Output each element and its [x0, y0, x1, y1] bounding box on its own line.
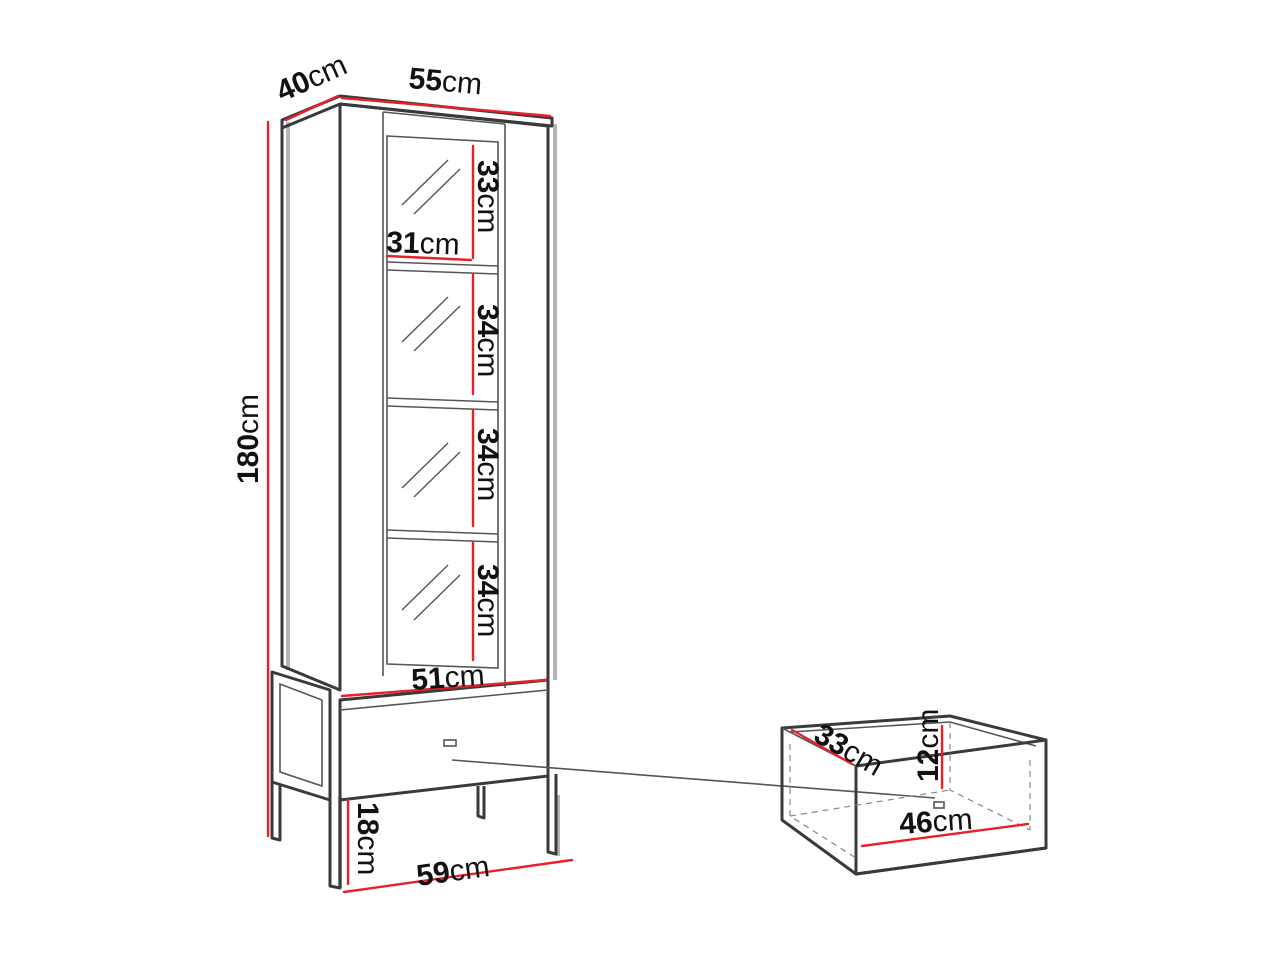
shelf-3: [386, 529, 499, 543]
label-drawer-width: 46cm: [898, 803, 973, 841]
cabinet-left-side: [280, 104, 342, 692]
leg-front-left: [328, 796, 342, 890]
base-side-inset: [279, 682, 323, 788]
label-inner-width-bottom: 51cm: [410, 659, 485, 697]
drawer-handle-icon: [443, 739, 457, 747]
dimension-lines: [266, 94, 1030, 894]
cabinet-drawing: [270, 94, 560, 890]
label-leg-height: 18cm: [351, 802, 384, 875]
glass-reflection-icons: [401, 159, 461, 621]
drawer-detail-drawing: [780, 714, 1048, 876]
door-frame: [382, 111, 506, 688]
label-shelf-inner-width: 31cm: [386, 226, 460, 262]
label-shelf-3: 34cm: [471, 428, 504, 501]
glass-door-outline: [386, 135, 499, 669]
drawer-detail-handle-icon: [933, 801, 945, 809]
dimline-depth-top: [284, 94, 340, 122]
shelf-2: [386, 397, 499, 411]
dimline-inner-width-bottom: [340, 678, 548, 698]
label-shelf-2: 34cm: [471, 304, 504, 377]
leg-front-right: [546, 774, 558, 856]
drawer-front-panel: [854, 738, 1048, 876]
drawer-hidden-edges: [789, 722, 1031, 859]
dimline-drawer-depth: [790, 728, 854, 766]
label-height-total: 180cm: [232, 394, 265, 484]
dimension-labels: 40cm 55cm 180cm 33cm 31cm 34cm 34cm 34cm…: [232, 48, 974, 893]
label-drawer-height: 12cm: [912, 709, 945, 782]
label-depth-top: 40cm: [271, 48, 351, 108]
label-base-width: 59cm: [414, 850, 491, 893]
label-shelf-1: 33cm: [471, 160, 504, 233]
dimline-drawer-width: [860, 822, 1030, 848]
label-width-top: 55cm: [407, 62, 483, 101]
cabinet-right-edge: [339, 102, 550, 680]
shelf-1: [386, 261, 499, 275]
dimline-base-width: [342, 858, 574, 894]
leg-back-right: [476, 786, 486, 820]
label-shelf-4: 34cm: [471, 564, 504, 637]
leg-back-left: [270, 782, 282, 842]
dimline-shelf-inner-width: [385, 254, 473, 262]
dimline-width-top: [340, 96, 552, 118]
